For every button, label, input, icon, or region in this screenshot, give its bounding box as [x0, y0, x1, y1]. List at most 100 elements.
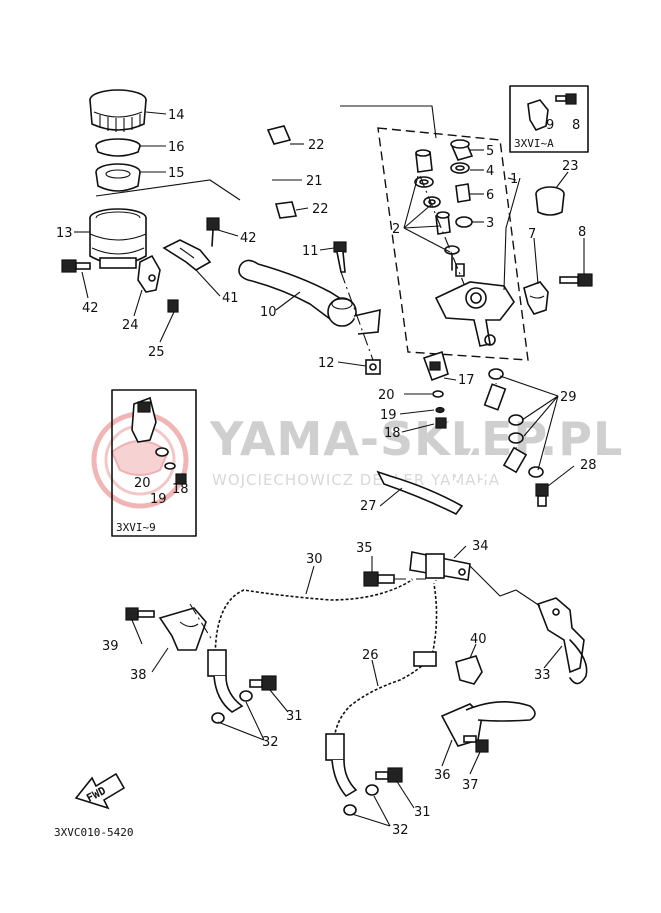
brake-hose-26: [325, 583, 439, 798]
callout-7: 7: [528, 227, 536, 242]
callout-9: 9: [546, 118, 554, 133]
union-bolt-31-lower: [375, 767, 403, 783]
callout-35: 35: [356, 541, 373, 556]
screw-18: [435, 417, 447, 429]
callout-36: 36: [434, 768, 451, 783]
bolt-8: [559, 273, 593, 287]
callout-8-inset: 8: [572, 118, 580, 133]
holder-33-leader: [469, 565, 541, 607]
callout-22-bottom: 22: [312, 202, 329, 217]
callout-29: 29: [560, 390, 577, 405]
callout-34: 34: [472, 539, 489, 554]
callout-39: 39: [102, 639, 119, 654]
diaphragm-holder-16: [95, 138, 141, 157]
bracket-24: [137, 254, 161, 293]
bracket-40: [455, 655, 483, 685]
bracket-38: [158, 607, 207, 651]
inset-b-washer-19: [164, 462, 176, 470]
callout-42-right: 42: [240, 231, 257, 246]
callout-24: 24: [122, 318, 139, 333]
bolt-39: [125, 607, 155, 621]
reservoir-bracket-line: [95, 179, 241, 201]
callout-14: 14: [168, 108, 185, 123]
callout-numbers: 14 16 15 13 42 24 25 41 42 22 21 22 11 1…: [56, 108, 597, 838]
callout-20: 20: [378, 388, 395, 403]
callout-11: 11: [302, 244, 319, 259]
piston-parts-2: [414, 149, 465, 285]
callout-16: 16: [168, 140, 185, 155]
inset-b-label: 3XVI~9: [116, 521, 156, 534]
reservoir-cap-14: [89, 89, 147, 132]
clamp-7: [523, 281, 549, 315]
brake-lever-10: [238, 259, 381, 335]
callout-3: 3: [486, 216, 494, 231]
bolt-35: [363, 571, 395, 587]
bracket-41: [162, 239, 212, 271]
callout-25: 25: [148, 345, 165, 360]
callout-20-inset: 20: [134, 476, 151, 491]
callout-30: 30: [306, 552, 323, 567]
callout-2: 2: [392, 222, 400, 237]
callout-6: 6: [486, 188, 494, 203]
callout-19-inset: 19: [150, 492, 167, 507]
gaskets-32-upper: [211, 690, 253, 724]
callout-32-lower: 32: [392, 823, 409, 838]
callout-40: 40: [470, 632, 487, 647]
fwd-arrow-icon: FWD: [74, 772, 126, 810]
callout-17: 17: [458, 373, 475, 388]
pivot-axis-line: [340, 271, 374, 361]
guide-27: [376, 470, 464, 516]
leader-lines: [74, 111, 585, 827]
holder-33: [536, 597, 588, 685]
callout-26: 26: [362, 648, 379, 663]
pivot-bolt-11: [333, 241, 347, 273]
diagram-code: 3XVC010-5420: [54, 826, 133, 839]
callout-23: 23: [562, 159, 579, 174]
union-bolt-28: [535, 483, 549, 507]
hose-clip-22-top: [266, 125, 292, 145]
union-bolt-31-upper: [249, 675, 277, 691]
callout-1: 1: [510, 172, 518, 187]
callout-33: 33: [534, 668, 551, 683]
bolt-42-left: [61, 259, 91, 273]
washer-20: [432, 390, 444, 398]
callout-21: 21: [306, 174, 323, 189]
callout-10: 10: [260, 305, 277, 320]
inset-box-b: [111, 389, 197, 537]
inset-b-switch: [131, 396, 157, 443]
washer-4: [450, 162, 470, 174]
screw-25: [167, 299, 179, 313]
cover-23: [535, 186, 565, 216]
callout-42-left: 42: [82, 301, 99, 316]
inset-a-label: 3XVI~A: [514, 137, 554, 150]
screw-42-right: [206, 217, 220, 247]
inset-a-clamp-9: [527, 99, 549, 131]
watermark-name: YAMA-SKLEP.PL: [209, 412, 623, 466]
callout-37: 37: [462, 778, 479, 793]
watermark-owner: WOJCIECHOWICZ DEALER YAMAHA: [212, 471, 500, 489]
callout-32-upper: 32: [262, 735, 279, 750]
inset-b-washer-20: [155, 447, 169, 457]
inset-a-bolt-8: [555, 93, 577, 105]
o-ring-3: [455, 216, 473, 228]
master-cylinder-kit-box: [377, 127, 529, 361]
bracket-36: [440, 701, 536, 747]
bracket-38-axis: [189, 603, 213, 641]
callout-38: 38: [130, 668, 147, 683]
reservoir-body-13: [89, 208, 147, 269]
callout-31-lower: 31: [414, 805, 431, 820]
hose-clip-22-bottom: [274, 201, 298, 219]
callout-27: 27: [360, 499, 377, 514]
callout-8: 8: [578, 225, 586, 240]
callout-19: 19: [380, 408, 397, 423]
callout-12: 12: [318, 356, 335, 371]
callout-18: 18: [384, 426, 401, 441]
kit-leader-top: [340, 105, 437, 139]
joint-34: [409, 551, 471, 581]
callout-41: 41: [222, 291, 239, 306]
callout-31-upper: 31: [286, 709, 303, 724]
dust-boot-5: [450, 139, 474, 161]
nut-12: [365, 359, 381, 375]
callout-22-top: 22: [308, 138, 325, 153]
